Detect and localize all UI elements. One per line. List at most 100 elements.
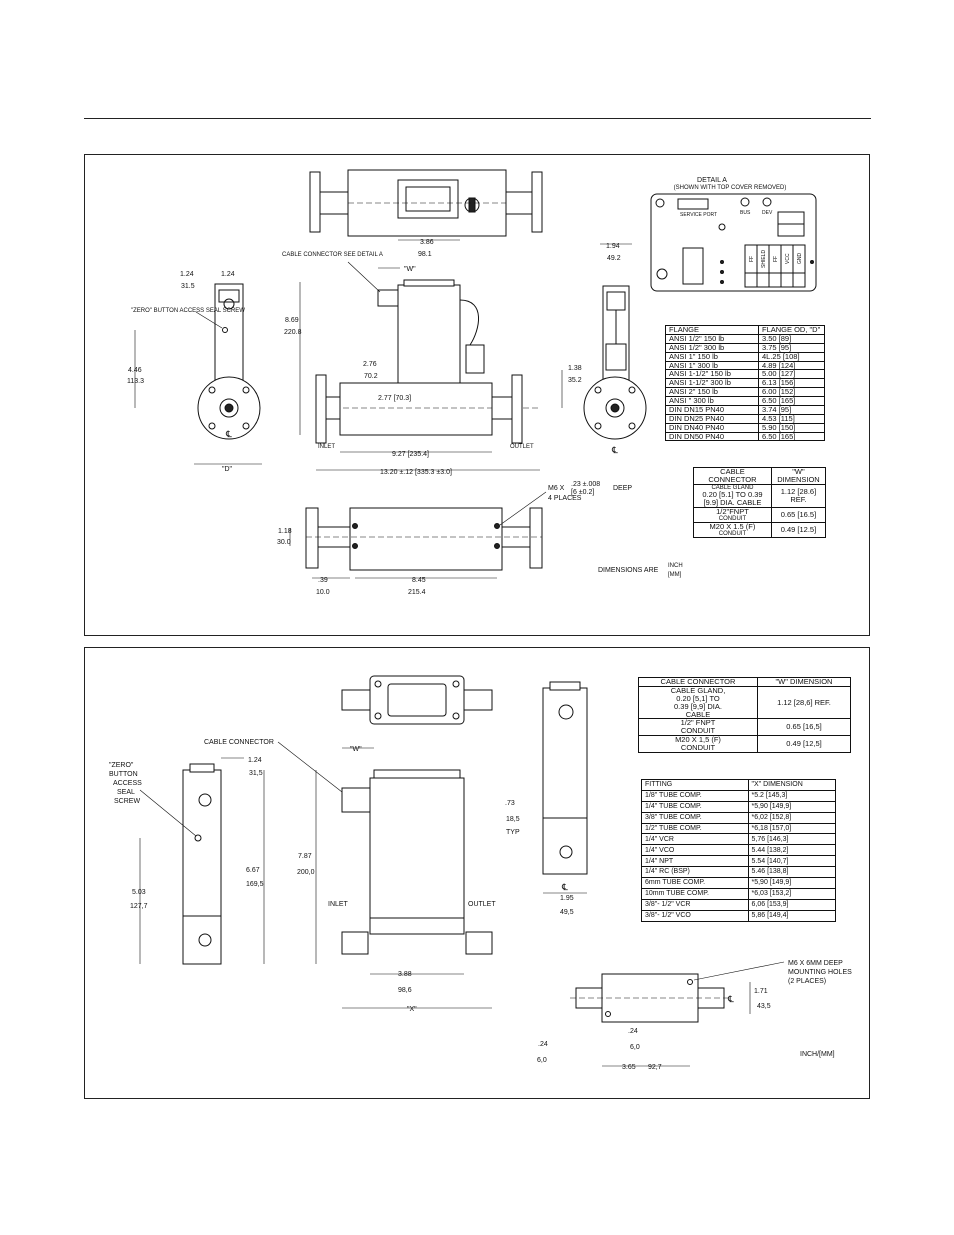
table-row: 3/8" TUBE COMP.*6,02 [152,8] — [641, 811, 836, 824]
zero-label: ACCESS — [113, 780, 142, 787]
inch-mm-label: INCH/[MM] — [800, 1051, 835, 1058]
m6-note: DEEP — [613, 485, 632, 492]
table-row: 10mm TUBE COMP.*6,03 [153,2] — [641, 887, 836, 900]
dim-label: 49.2 — [607, 255, 621, 262]
dim-label: 127,7 — [130, 903, 148, 910]
dim-label: .39 — [318, 577, 328, 584]
m6-note: [6 ±0.2] — [571, 489, 594, 496]
table-row: 1/2" TUBE COMP.*6,18 [157,0] — [641, 822, 836, 835]
zero-label: BUTTON — [109, 771, 138, 778]
m6-note: .23 ±.008 — [571, 481, 600, 488]
dim-label: 30.0 — [277, 539, 291, 546]
dim-label: 1.71 — [754, 988, 768, 995]
terminal-ff-1: FF — [749, 256, 755, 262]
terminal-shield: SHIELD — [761, 250, 767, 268]
dim-label: 1.24 — [248, 757, 262, 764]
table-row: 1/4" TUBE COMP.*5,90 [149,9] — [641, 800, 836, 813]
centerline: ℄ — [561, 882, 568, 892]
dim-label: 6,0 — [630, 1044, 640, 1051]
m6-note: M6 X 6MM DEEP — [788, 960, 843, 967]
top-left-side-view: 1.24 1.24 31.5 "ZERO" BUTTON ACCESS SEAL… — [127, 271, 262, 473]
dim-label: 49,5 — [560, 909, 574, 916]
dim-label: "D" — [222, 466, 233, 473]
dim-label: 3.86 — [420, 239, 434, 246]
w-dimension-table-bottom: CABLE CONNECTOR"W" DIMENSION CABLE GLAND… — [638, 677, 852, 753]
table-row: 1/4" RC (BSP)5.46 [138,8] — [641, 866, 836, 879]
dim-label: 215.4 — [408, 589, 426, 596]
table-header: "X" DIMENSION — [747, 779, 836, 791]
m6-note: (2 PLACES) — [788, 978, 826, 985]
dim-label: 8.69 — [285, 317, 299, 324]
top-plan-view — [309, 169, 543, 237]
top-right-side-view: 1.94 49.2 1.38 35.2 ℄ — [561, 243, 647, 455]
dim-label: 98,6 — [398, 987, 412, 994]
detail-a: DETAIL A (SHOWN WITH TOP COVER REMOVED) … — [650, 177, 817, 292]
zero-button-note: "ZERO" BUTTON ACCESS SEAL SCREW — [131, 308, 245, 314]
table-header: "W" DIMENSION — [770, 467, 827, 485]
dims-inch: INCH — [668, 563, 683, 569]
dim-label: 220.8 — [284, 329, 302, 336]
outlet-label: OUTLET — [468, 901, 496, 908]
dim-label: 18,5 — [506, 816, 520, 823]
cable-connector-note: CABLE CONNECTOR SEE DETAIL A — [282, 252, 383, 258]
dim-label: 9.27 [235.4] — [392, 451, 429, 458]
m6-note: M6 X — [548, 485, 565, 492]
inlet-label: INLET — [328, 901, 349, 908]
dim-label: .24 — [538, 1041, 548, 1048]
table-header: "W" DIMENSION — [756, 677, 852, 687]
dim-label: .24 — [628, 1028, 638, 1035]
dim-label: 200,0 — [297, 869, 315, 876]
cable-connector-label: CABLE CONNECTOR — [204, 739, 274, 746]
table-header: CABLE CONNECTOR — [693, 467, 772, 485]
dim-label: 13.20 ±.12 [335.3 ±3.0] — [380, 469, 452, 476]
dim-label: 70.2 — [364, 373, 378, 380]
dim-label: 8.45 — [412, 577, 426, 584]
dim-label: 2.76 — [363, 361, 377, 368]
dim-label: 6.67 — [246, 867, 260, 874]
centerline: ℄ — [225, 429, 232, 439]
dim-label: 31,5 — [249, 770, 263, 777]
terminal-vcc: VCC — [785, 253, 791, 264]
dim-label: 169,5 — [246, 881, 264, 888]
dim-label: 3.65 — [622, 1064, 636, 1071]
bottom-left-side-view: "ZERO" BUTTON ACCESS SEAL SCREW CABLE CO… — [109, 739, 343, 965]
dim-label: 1.24 — [221, 271, 235, 278]
detail-title: DETAIL A — [697, 177, 727, 184]
dim-label: 92,7 — [648, 1064, 662, 1071]
bottom-bottom-view: ℄ M6 X 6MM DEEP MOUNTING HOLES (2 PLACES… — [537, 960, 852, 1071]
w-dimension-table-top: CABLE CONNECTOR"W" DIMENSION CABLE GLAND… — [693, 467, 827, 539]
centerline: ℄ — [727, 994, 734, 1004]
top-front-view: CABLE CONNECTOR SEE DETAIL A 3.86 98.1 "… — [282, 239, 540, 476]
dim-label: 1.38 — [568, 365, 582, 372]
dim-label: 1.24 — [180, 271, 194, 278]
detail-subtitle: (SHOWN WITH TOP COVER REMOVED) — [674, 185, 787, 191]
table-header: FLANGE OD, "D" — [758, 325, 825, 335]
zero-label: "ZERO" — [109, 762, 134, 769]
bottom-right-side-view: .73 18,5 TYP ℄ 1.95 49,5 — [505, 681, 588, 916]
dim-label: 1.18 — [278, 528, 292, 535]
dim-label: 113.3 — [127, 378, 144, 385]
dim-label: "W" — [350, 746, 362, 753]
zero-label: SEAL — [117, 789, 135, 796]
dim-label: .73 — [505, 800, 515, 807]
service-port-label: SERVICE PORT — [680, 212, 717, 218]
table-header: FITTING — [641, 779, 749, 791]
dim-label: 1.95 — [560, 895, 574, 902]
dim-label: 6,0 — [537, 1057, 547, 1064]
header-rule — [84, 118, 871, 119]
